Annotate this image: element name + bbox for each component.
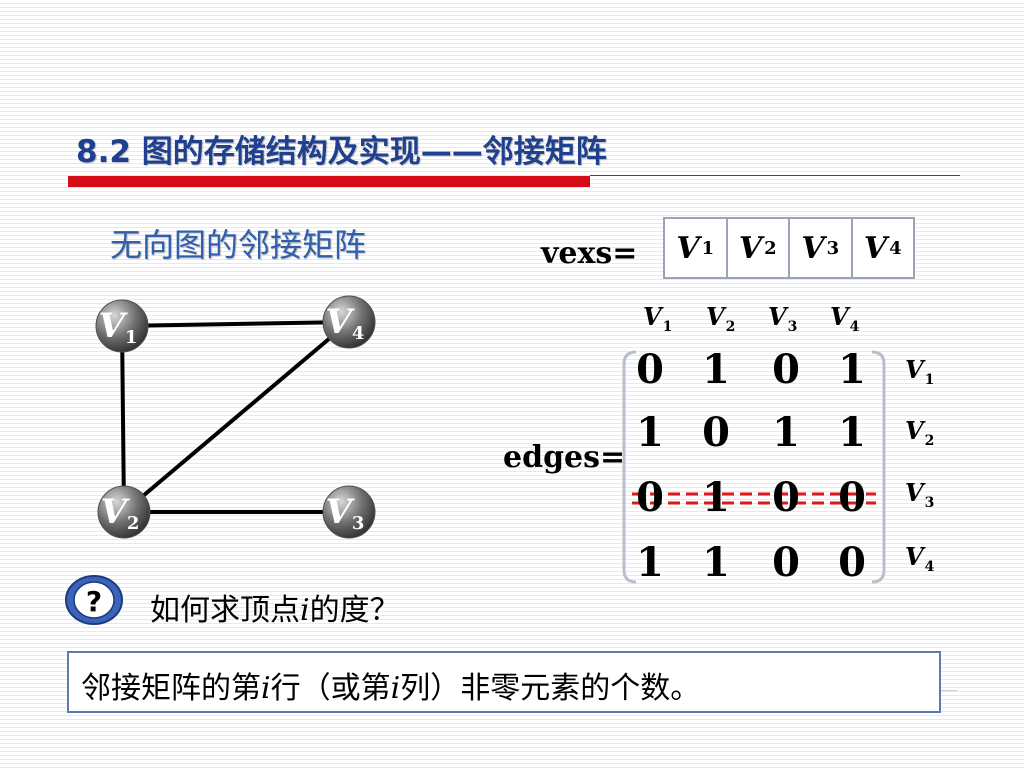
matrix-cell-3-2: 0 (772, 539, 800, 586)
graph-edge-v2-v4 (122, 320, 351, 514)
title-underline-bar (68, 176, 590, 187)
slide-title: 8.2 图的存储结构及实现——邻接矩阵 (76, 134, 607, 170)
row-header-4: V4 (905, 542, 935, 575)
svg-text:?: ? (86, 585, 102, 618)
question-text: 如何求顶点i的度？ (150, 593, 400, 628)
matrix-cell-0-2: 0 (772, 346, 800, 393)
right-bracket (871, 350, 886, 584)
matrix-cell-3-0: 1 (636, 539, 664, 586)
col-header-3: V3 (768, 302, 798, 335)
graph-node-v3: V3 (322, 485, 376, 539)
matrix-cell-1-3: 1 (838, 409, 866, 456)
edges-label: edges= (503, 440, 626, 475)
matrix-cell-2-3: 0 (838, 474, 866, 521)
graph-node-v1: V1 (95, 299, 149, 353)
left-bracket (622, 350, 637, 584)
matrix-cell-3-1: 1 (702, 539, 730, 586)
graph-edge-v1-v2 (120, 325, 126, 513)
matrix-cell-0-3: 1 (838, 346, 866, 393)
matrix-cell-2-2: 0 (772, 474, 800, 521)
matrix-cell-0-0: 0 (636, 346, 664, 393)
title-underline-line (590, 175, 960, 176)
matrix-cell-1-2: 1 (772, 409, 800, 456)
col-header-1: V1 (643, 302, 673, 335)
row-header-2: V2 (905, 416, 935, 449)
matrix-cell-0-1: 1 (702, 346, 730, 393)
question-mark-icon: ? (65, 575, 123, 625)
col-header-4: V4 (830, 302, 860, 335)
col-header-2: V2 (706, 302, 736, 335)
subtitle: 无向图的邻接矩阵 (110, 226, 367, 264)
matrix-cell-3-3: 0 (838, 539, 866, 586)
row-header-3: V3 (905, 478, 935, 511)
graph-edges (120, 320, 351, 514)
matrix-cell-1-0: 1 (636, 409, 664, 456)
row-header-1: V1 (905, 355, 935, 388)
graph-node-v2: V2 (97, 485, 151, 539)
answer-text: 邻接矩阵的第i行（或第i列）非零元素的个数。 (81, 671, 701, 706)
matrix-cell-2-0: 0 (636, 474, 664, 521)
matrix-cell-1-1: 0 (702, 409, 730, 456)
answer-box: 邻接矩阵的第i行（或第i列）非零元素的个数。 (67, 651, 941, 713)
vexs-label: vexs= (541, 236, 638, 271)
graph-node-v4: V4 (322, 295, 376, 349)
graph-edge-v1-v4 (121, 320, 350, 328)
matrix-cell-2-1: 1 (702, 474, 730, 521)
answer-decor-line (941, 690, 957, 691)
